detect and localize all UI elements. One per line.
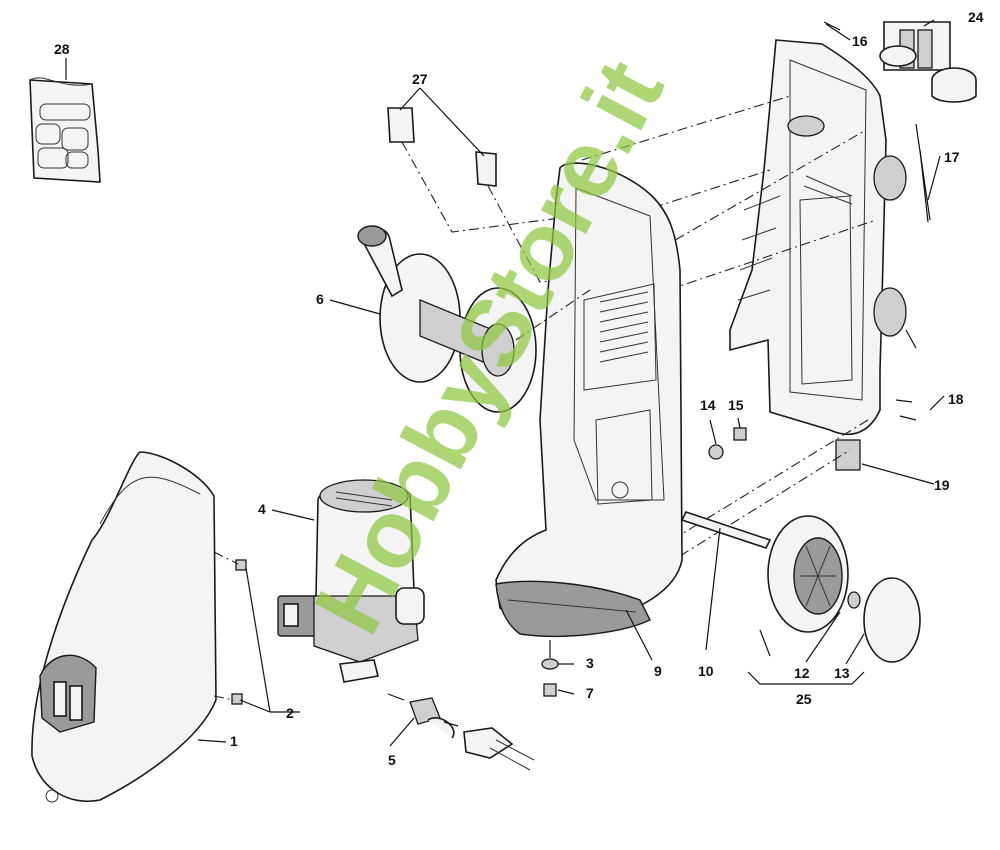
callout-17: 17	[944, 149, 960, 165]
callout-10: 10	[698, 663, 714, 679]
callout-1: 1	[230, 733, 238, 749]
assembly-dash-lines	[581, 95, 877, 557]
part-2-screws	[213, 551, 247, 705]
callout-28: 28	[54, 41, 70, 57]
part-5-coupling	[387, 693, 535, 771]
callout-25: 25	[796, 691, 812, 707]
small-fasteners	[541, 427, 747, 697]
callout-16: 16	[852, 33, 868, 49]
part-6-hose-reel	[357, 225, 591, 413]
callout-27: 27	[412, 71, 428, 87]
part-1-front-cover	[31, 451, 217, 803]
callout-6: 6	[316, 291, 324, 307]
part-28-label-sheet	[29, 77, 101, 183]
leader-lines	[65, 19, 945, 747]
callout-19: 19	[934, 477, 950, 493]
callout-numbers: 28 27 6 4 2 1 5 3 7 9 10 12 13 25 14 15 …	[54, 9, 984, 768]
part-4-motor-pump	[277, 479, 425, 683]
callout-12: 12	[794, 665, 810, 681]
part-9-main-frame	[495, 162, 683, 638]
callout-14: 14	[700, 397, 716, 413]
callout-15: 15	[728, 397, 744, 413]
part-10-axle	[680, 511, 772, 651]
callout-9: 9	[654, 663, 662, 679]
part-25-wheel-assembly	[747, 515, 921, 685]
callout-18: 18	[948, 391, 964, 407]
part-24-accessory-holder	[879, 21, 977, 103]
callout-3: 3	[586, 655, 594, 671]
callout-7: 7	[586, 685, 594, 701]
screws-16-17-18	[823, 21, 931, 421]
callout-5: 5	[388, 752, 396, 768]
callout-24: 24	[968, 9, 984, 25]
callout-13: 13	[834, 665, 850, 681]
callout-4: 4	[258, 501, 266, 517]
rear-frame-housing	[729, 39, 907, 471]
callout-2: 2	[286, 705, 294, 721]
